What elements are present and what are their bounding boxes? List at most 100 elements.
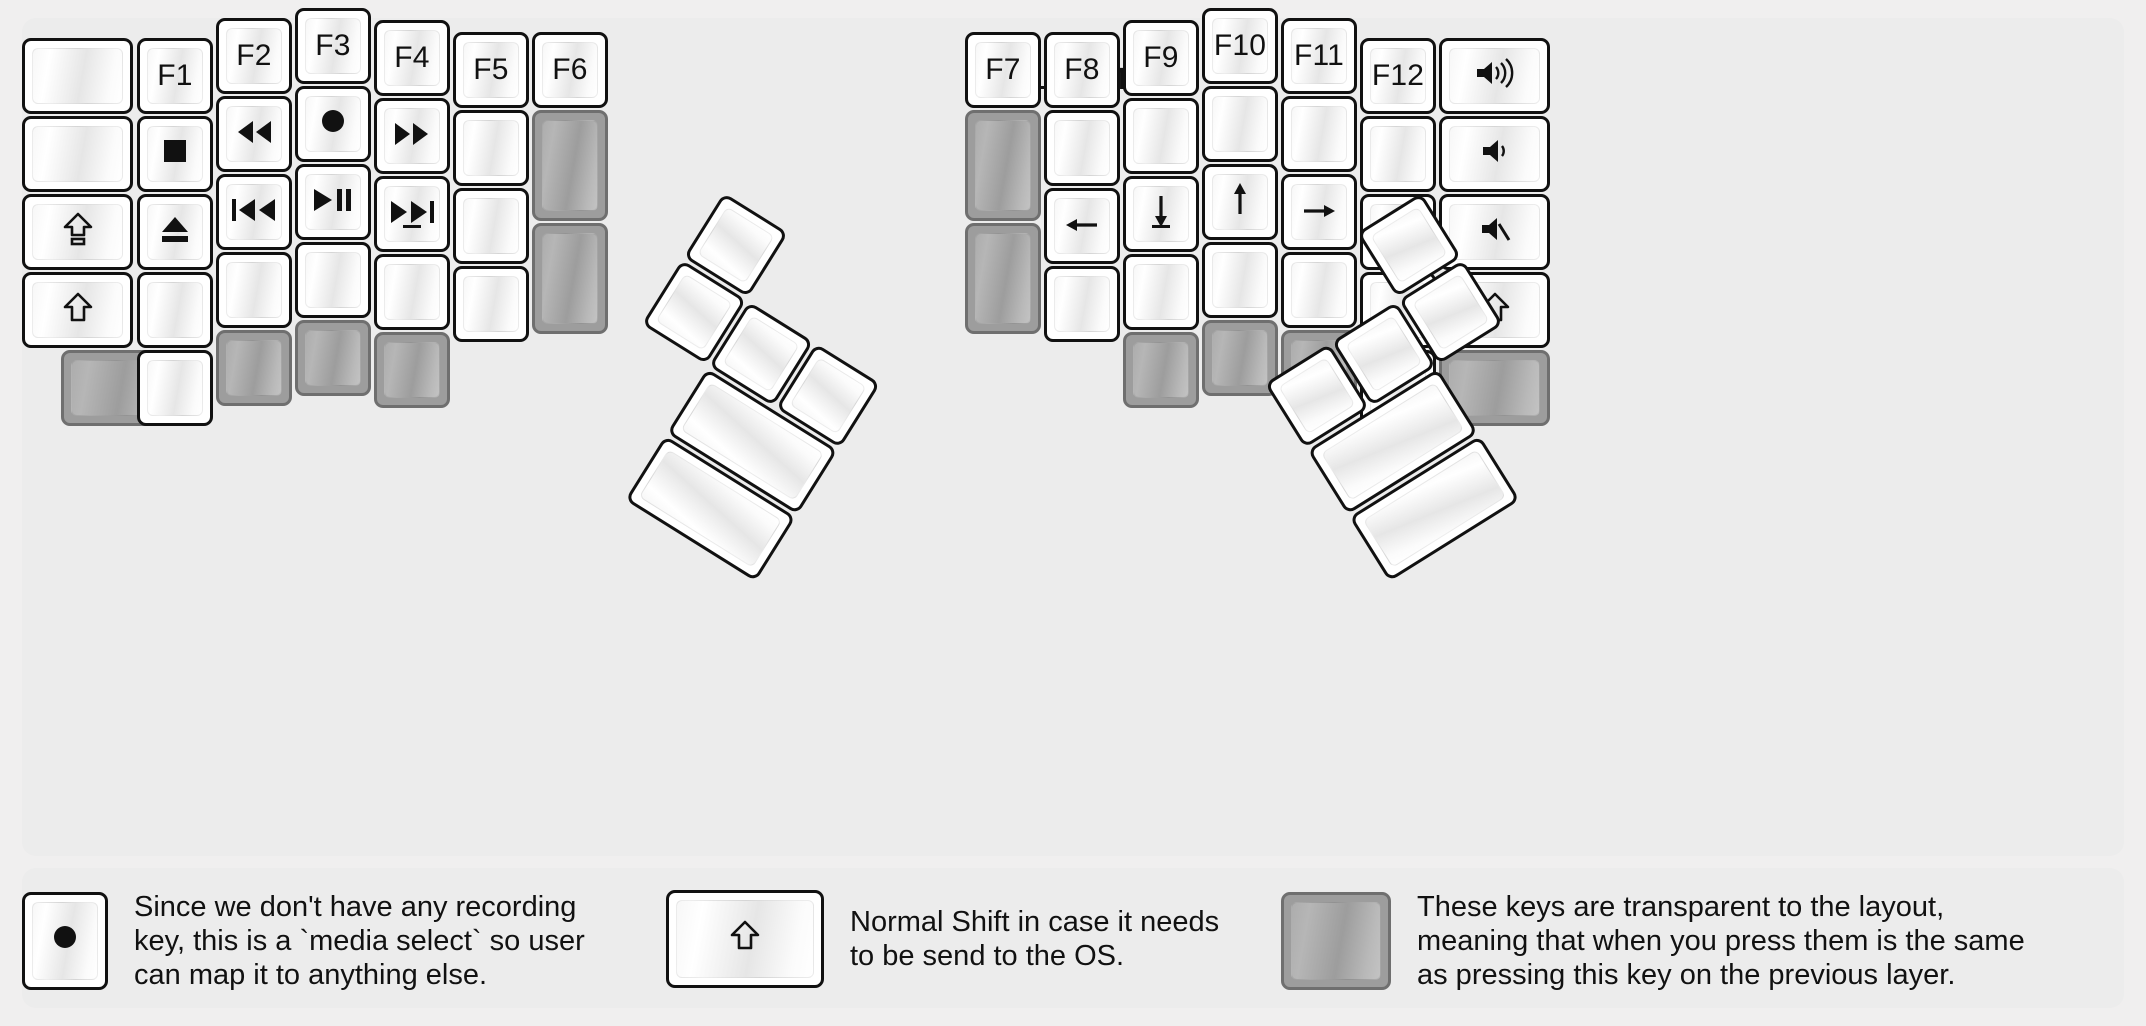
arrow-up-icon: [1228, 181, 1252, 223]
keycap-face: [1412, 273, 1490, 351]
keycap-face: F4: [384, 30, 440, 86]
key-trans-r0r1[interactable]: [965, 110, 1041, 222]
keycap-face: [1291, 902, 1381, 981]
key-arrow-up[interactable]: [1202, 164, 1278, 240]
play-pause-icon: [311, 185, 355, 219]
key-trans-r0r2[interactable]: [965, 223, 1041, 335]
record-icon: [316, 104, 350, 144]
keycap-face: [147, 204, 203, 260]
keycap-face: [226, 106, 282, 162]
keycap-label: F4: [394, 41, 430, 74]
key-blank-l0r0[interactable]: [22, 38, 134, 114]
key-media-stop[interactable]: [137, 116, 213, 192]
keycap-face: [463, 198, 519, 254]
key-media-prev-track[interactable]: [216, 174, 292, 250]
key-arrow-left[interactable]: [1044, 188, 1120, 264]
key-blank-r1r1[interactable]: [1044, 110, 1120, 186]
key-blank-l5r3[interactable]: [453, 266, 529, 342]
key-trans-l3r4[interactable]: [295, 320, 371, 396]
key-f10[interactable]: F10: [1202, 8, 1278, 84]
key-shift-left[interactable]: [22, 272, 134, 348]
key-f6[interactable]: F6: [532, 32, 608, 108]
rewind-icon: [233, 117, 275, 151]
keycap-face: F12: [1370, 48, 1426, 104]
key-f1[interactable]: F1: [137, 38, 213, 114]
volume-down-icon: [1479, 136, 1511, 172]
key-blank-r4r1[interactable]: [1281, 96, 1357, 172]
key-blank-r4r3[interactable]: [1281, 252, 1357, 328]
key-blank-l3r3[interactable]: [295, 242, 371, 318]
key-media-next-track[interactable]: [374, 176, 450, 252]
arrow-down-icon: [1149, 193, 1173, 235]
keycap-face: F3: [305, 18, 361, 74]
key-blank-l5r1[interactable]: [453, 110, 529, 186]
key-f3[interactable]: F3: [295, 8, 371, 84]
key-f7[interactable]: F7: [965, 32, 1041, 108]
key-blank-r1r3[interactable]: [1044, 266, 1120, 342]
key-f8[interactable]: F8: [1044, 32, 1120, 108]
legend-shift-text: Normal Shift in case it needs to be send…: [850, 905, 1220, 972]
keycap-face: [32, 48, 124, 104]
key-trans-r3r4[interactable]: [1202, 320, 1278, 396]
keycap-face: [1054, 120, 1110, 176]
key-blank-r2r3[interactable]: [1123, 254, 1199, 330]
key-f4[interactable]: F4: [374, 20, 450, 96]
key-blank-l2r3[interactable]: [216, 252, 292, 328]
eject-icon: [158, 213, 192, 251]
keycap-face: F11: [1291, 28, 1347, 84]
key-trans-r2r4[interactable]: [1123, 332, 1199, 408]
key-blank-l1r4[interactable]: [137, 350, 213, 426]
key-f9[interactable]: F9: [1123, 20, 1199, 96]
keycap-face: [463, 276, 519, 332]
keycap-face: [1291, 184, 1347, 240]
keycap-face: [1212, 174, 1268, 230]
key-blank-l5r2[interactable]: [453, 188, 529, 264]
keycap-face: [1291, 106, 1347, 162]
key-blank-l1r3[interactable]: [137, 272, 213, 348]
key-f11[interactable]: F11: [1281, 18, 1357, 94]
key-f2[interactable]: F2: [216, 18, 292, 94]
key-f5[interactable]: F5: [453, 32, 529, 108]
arrow-right-icon: [1301, 195, 1337, 229]
keycap-face: F1: [147, 48, 203, 104]
key-blank-r2r1[interactable]: [1123, 98, 1199, 174]
key-blank-r3r1[interactable]: [1202, 86, 1278, 162]
key-arrow-down[interactable]: [1123, 176, 1199, 252]
keycap-face: [1133, 342, 1189, 398]
keycap-face: [32, 902, 98, 981]
keycap-label: F6: [552, 53, 588, 86]
key-trans-l6r2[interactable]: [532, 223, 608, 335]
key-blank-r5r1[interactable]: [1360, 116, 1436, 192]
keycap-label: F3: [315, 29, 351, 62]
key-media-record[interactable]: [295, 86, 371, 162]
key-media-fast-forward[interactable]: [374, 98, 450, 174]
keycap-label: F12: [1371, 59, 1425, 92]
key-blank-r3r3[interactable]: [1202, 242, 1278, 318]
key-blank-l0r1[interactable]: [22, 116, 134, 192]
keycap-face: [975, 233, 1031, 325]
key-volume-mute[interactable]: [1439, 194, 1551, 270]
key-f12[interactable]: F12: [1360, 38, 1436, 114]
volume-mute-icon: [1478, 214, 1512, 250]
keycap-face: [384, 342, 440, 398]
keycap-face: [1449, 48, 1541, 104]
keycap-face: [1291, 262, 1347, 318]
prev-track-icon: [230, 195, 278, 229]
key-volume-down[interactable]: [1439, 116, 1551, 192]
keycap-face: [542, 120, 598, 212]
key-blank-l4r3[interactable]: [374, 254, 450, 330]
keycap-face: [975, 120, 1031, 212]
key-media-play-pause[interactable]: [295, 164, 371, 240]
key-media-eject[interactable]: [137, 194, 213, 270]
key-trans-l6r1[interactable]: [532, 110, 608, 222]
keycap-face: [32, 126, 124, 182]
key-volume-up[interactable]: [1439, 38, 1551, 114]
keycap-underbar: [1152, 225, 1170, 228]
key-trans-l2r4[interactable]: [216, 330, 292, 406]
keycap-face: [147, 126, 203, 182]
key-trans-l4r4[interactable]: [374, 332, 450, 408]
keycap-face: [676, 900, 814, 978]
key-caps-lock[interactable]: [22, 194, 134, 270]
key-media-rewind[interactable]: [216, 96, 292, 172]
key-arrow-right[interactable]: [1281, 174, 1357, 250]
